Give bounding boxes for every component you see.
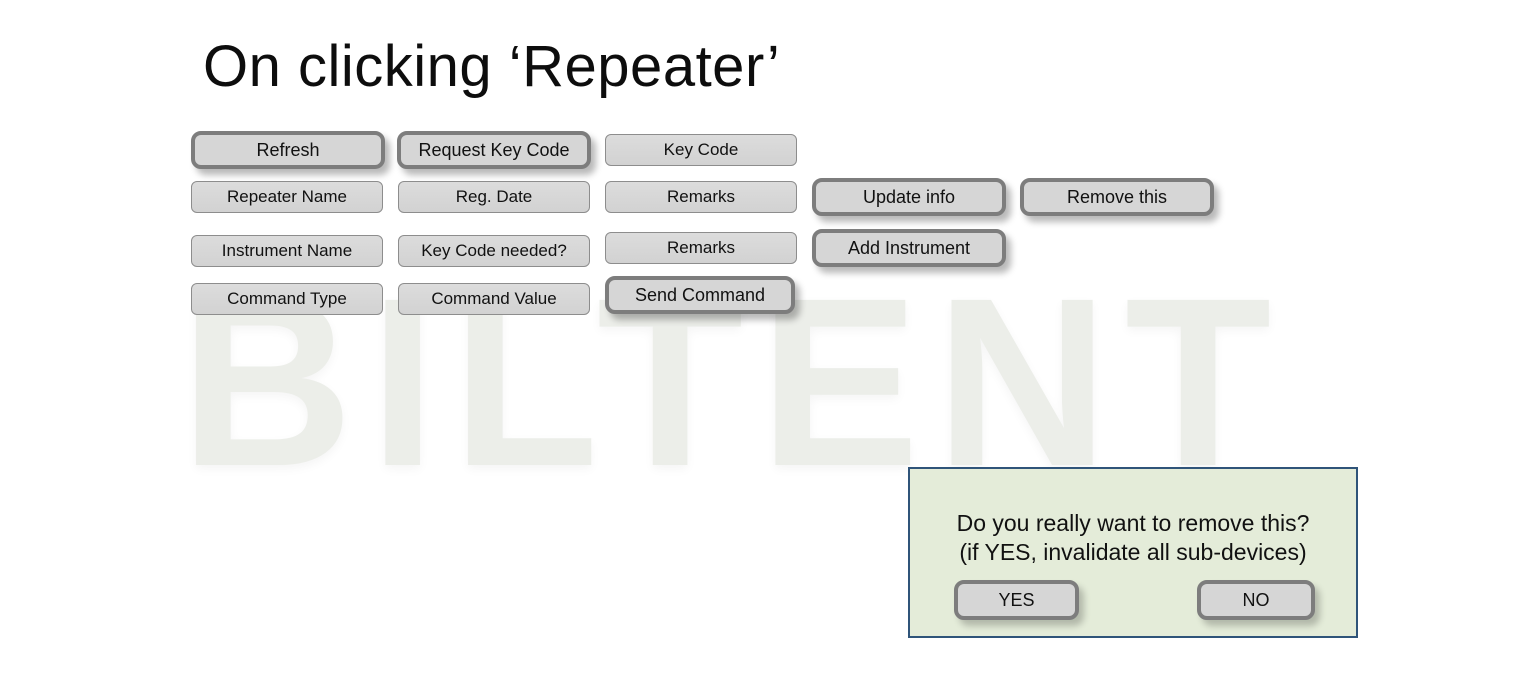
page-title: On clicking ‘Repeater’: [203, 34, 781, 99]
dialog-button-yes[interactable]: YES: [954, 580, 1079, 620]
button-update-info[interactable]: Update info: [812, 178, 1006, 216]
dialog-message-text: Do you really want to remove this? (if Y…: [910, 509, 1356, 567]
button-key-code-needed[interactable]: Key Code needed?: [398, 235, 590, 267]
dialog-message-line-1: Do you really want to remove this?: [956, 510, 1310, 536]
button-remarks[interactable]: Remarks: [605, 232, 797, 264]
button-remarks[interactable]: Remarks: [605, 181, 797, 213]
remove-confirm-dialog: Do you really want to remove this? (if Y…: [908, 467, 1358, 638]
button-repeater-name[interactable]: Repeater Name: [191, 181, 383, 213]
button-instrument-name[interactable]: Instrument Name: [191, 235, 383, 267]
button-command-value[interactable]: Command Value: [398, 283, 590, 315]
button-command-type[interactable]: Command Type: [191, 283, 383, 315]
button-reg-date[interactable]: Reg. Date: [398, 181, 590, 213]
button-add-instrument[interactable]: Add Instrument: [812, 229, 1006, 267]
button-send-command[interactable]: Send Command: [605, 276, 795, 314]
button-remove-this[interactable]: Remove this: [1020, 178, 1214, 216]
button-key-code[interactable]: Key Code: [605, 134, 797, 166]
button-request-key-code[interactable]: Request Key Code: [397, 131, 591, 169]
dialog-button-no[interactable]: NO: [1197, 580, 1315, 620]
dialog-message-line-2: (if YES, invalidate all sub-devices): [959, 539, 1307, 565]
button-refresh[interactable]: Refresh: [191, 131, 385, 169]
